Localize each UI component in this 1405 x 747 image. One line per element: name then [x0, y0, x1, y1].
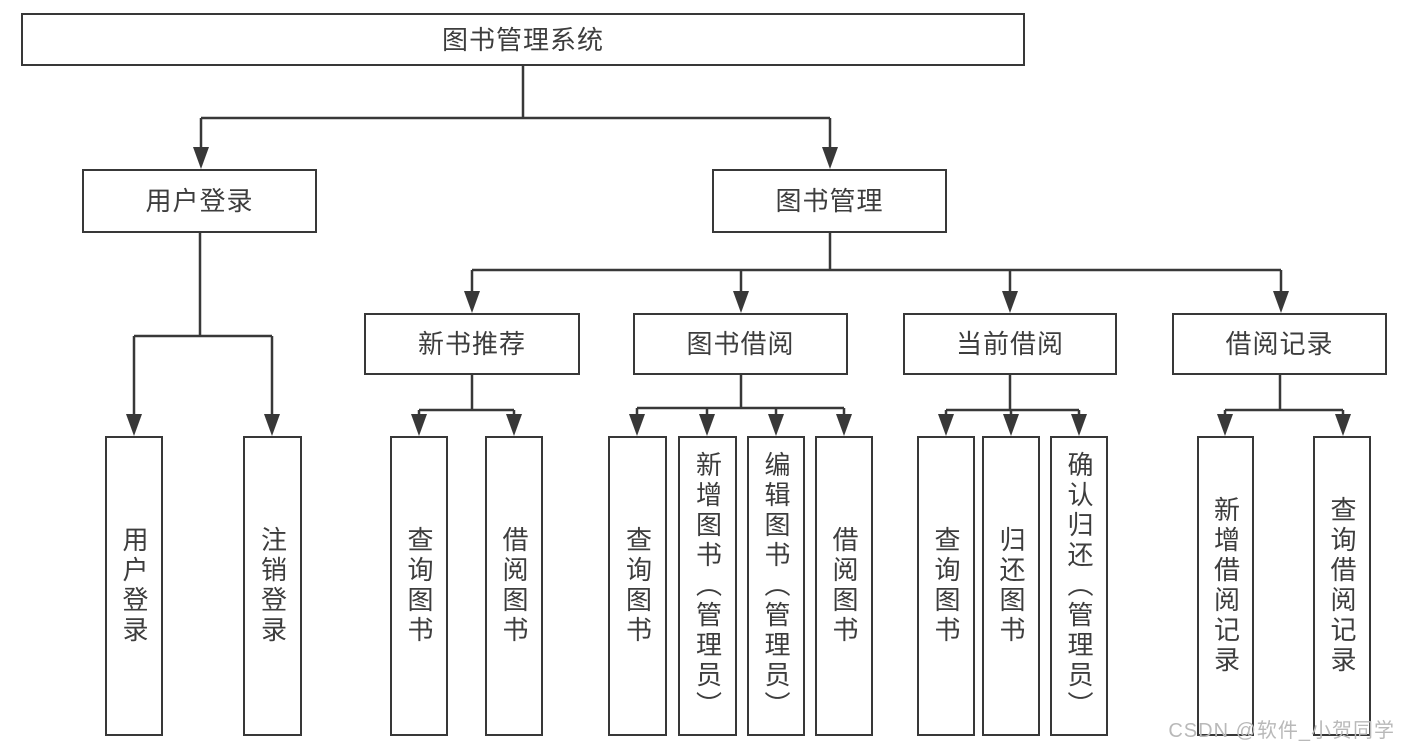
node-borrow-records: 借阅记录 [1172, 313, 1387, 375]
node-root-system: 图书管理系统 [21, 13, 1025, 66]
leaf-return-books: 归还图书 [982, 436, 1040, 736]
leaf-borrow-books-recommend: 借阅图书 [485, 436, 543, 736]
node-user-login-label: 用户登录 [145, 186, 254, 216]
node-root-label: 图书管理系统 [441, 24, 604, 55]
leaf-edit-books-admin: 编辑图书（管理员） [747, 436, 805, 736]
leaf-borrow-books: 借阅图书 [815, 436, 873, 736]
leaf-add-books-admin: 新增图书（管理员） [678, 436, 737, 736]
node-user-login: 用户登录 [82, 169, 317, 233]
leaf-query-books-recommend: 查询图书 [390, 436, 448, 736]
node-book-management: 图书管理 [712, 169, 947, 233]
leaf-query-books-borrow: 查询图书 [608, 436, 667, 736]
leaf-query-books-current: 查询图书 [917, 436, 975, 736]
node-book-management-label: 图书管理 [775, 186, 884, 216]
csdn-watermark: CSDN @软件_小贺同学 [1168, 720, 1395, 742]
arrowhead-icons [126, 147, 1351, 436]
node-new-book-recommend-label: 新书推荐 [417, 329, 526, 359]
node-current-borrow: 当前借阅 [903, 313, 1117, 375]
leaf-confirm-return-admin: 确认归还（管理员） [1050, 436, 1108, 736]
leaf-query-borrow-record: 查询借阅记录 [1313, 436, 1371, 736]
leaf-add-borrow-record: 新增借阅记录 [1197, 436, 1254, 736]
node-book-borrow-label: 图书借阅 [686, 329, 795, 359]
node-new-book-recommend: 新书推荐 [364, 313, 580, 375]
leaf-logout: 注销登录 [243, 436, 302, 736]
node-current-borrow-label: 当前借阅 [955, 329, 1064, 359]
leaf-user-login: 用户登录 [105, 436, 163, 736]
node-book-borrow: 图书借阅 [633, 313, 848, 375]
node-borrow-records-label: 借阅记录 [1225, 329, 1334, 359]
